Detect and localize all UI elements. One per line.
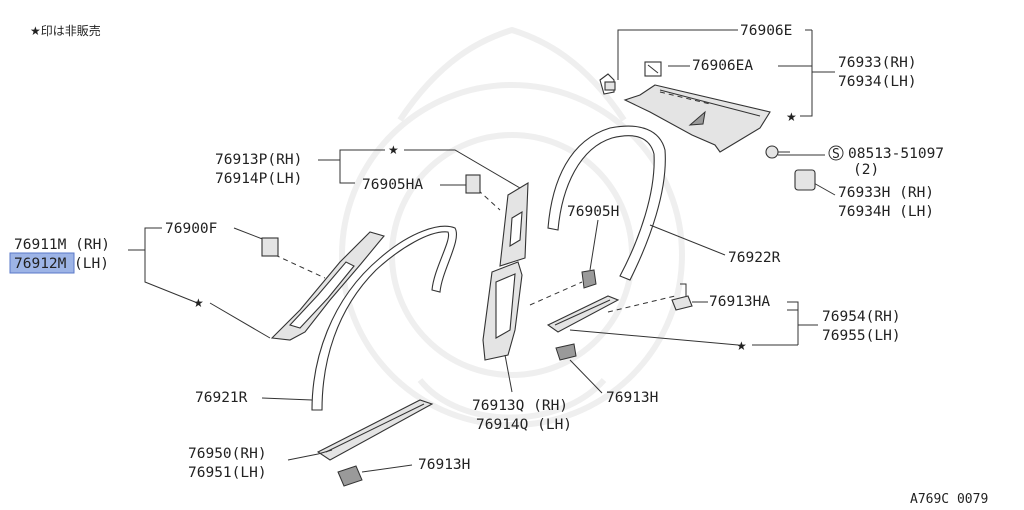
label-08513-51097[interactable]: 08513-51097 <box>848 146 944 162</box>
label-76905h[interactable]: 76905H <box>567 204 619 220</box>
label-76934-lh[interactable]: 76934(LH) <box>838 74 917 90</box>
screw-part[interactable] <box>765 145 790 159</box>
label-76900f[interactable]: 76900F <box>165 221 217 237</box>
rear-sill-plate[interactable] <box>546 295 620 333</box>
label-76950-rh[interactable]: 76950(RH) <box>188 446 267 462</box>
label-76912m[interactable]: 76912M <box>14 256 67 272</box>
clip-part-76913h-bottom[interactable] <box>337 465 363 487</box>
label-76913h-bottom[interactable]: 76913H <box>418 457 470 473</box>
label-76913h-mid[interactable]: 76913H <box>606 390 658 406</box>
rear-sill-group <box>546 283 818 394</box>
center-pillar-group <box>318 149 599 393</box>
figure-id: A769C 0079 <box>910 492 988 507</box>
label-76951-lh[interactable]: 76951(LH) <box>188 465 267 481</box>
label-76906ea[interactable]: 76906EA <box>692 58 753 74</box>
star-mark-76911m: ★ <box>193 296 204 310</box>
label-76913ha[interactable]: 76913HA <box>709 294 770 310</box>
label-76912m-lh: (LH) <box>74 256 109 272</box>
clip-part-76905ha[interactable] <box>465 174 481 194</box>
label-08513-qty: (2) <box>853 162 879 178</box>
front-pillar-group <box>128 227 385 341</box>
label-76934h-lh[interactable]: 76934H (LH) <box>838 204 934 220</box>
label-76905ha[interactable]: 76905HA <box>362 177 423 193</box>
label-76921r[interactable]: 76921R <box>195 390 248 406</box>
label-76906e[interactable]: 76906E <box>740 23 792 39</box>
rear-roof-rail[interactable] <box>547 125 666 281</box>
rear-roof-rail-group <box>547 125 726 281</box>
cap-part-76933h[interactable] <box>794 169 816 191</box>
star-mark-76913p: ★ <box>388 143 399 157</box>
star-mark-76906e: ★ <box>786 110 797 124</box>
label-76914p-lh[interactable]: 76914P(LH) <box>215 171 302 187</box>
push-clip-part[interactable] <box>599 73 616 95</box>
front-sill-plate[interactable] <box>316 399 434 461</box>
front-sill-group <box>287 399 434 487</box>
highlight-76912m <box>9 252 75 274</box>
clip-part-76900f[interactable] <box>261 237 279 257</box>
screw-symbol-circle <box>828 145 844 161</box>
clip-part-76905h[interactable] <box>581 269 597 289</box>
label-76933-rh[interactable]: 76933(RH) <box>838 55 917 71</box>
label-76933h-rh[interactable]: 76933H (RH) <box>838 185 934 201</box>
front-roof-rail[interactable] <box>311 225 457 411</box>
screw-symbol-letter: S <box>832 147 840 162</box>
clip-part-76913h-mid[interactable] <box>555 343 577 361</box>
label-76914q-lh[interactable]: 76914Q (LH) <box>476 417 572 433</box>
label-76911m-rh[interactable]: 76911M (RH) <box>14 237 110 253</box>
label-76954-rh[interactable]: 76954(RH) <box>822 309 901 325</box>
star-mark-76954: ★ <box>736 339 747 353</box>
clip-part-76913ha[interactable] <box>671 295 693 311</box>
label-76955-lh[interactable]: 76955(LH) <box>822 328 901 344</box>
rear-roof-trim-group <box>599 29 836 196</box>
label-76922r[interactable]: 76922R <box>728 250 781 266</box>
not-for-sale-notice: ★印は非販売 <box>30 23 101 38</box>
front-roof-rail-group <box>261 225 457 411</box>
label-76913p-rh[interactable]: 76913P(RH) <box>215 152 302 168</box>
label-76913q-rh[interactable]: 76913Q (RH) <box>472 398 568 414</box>
